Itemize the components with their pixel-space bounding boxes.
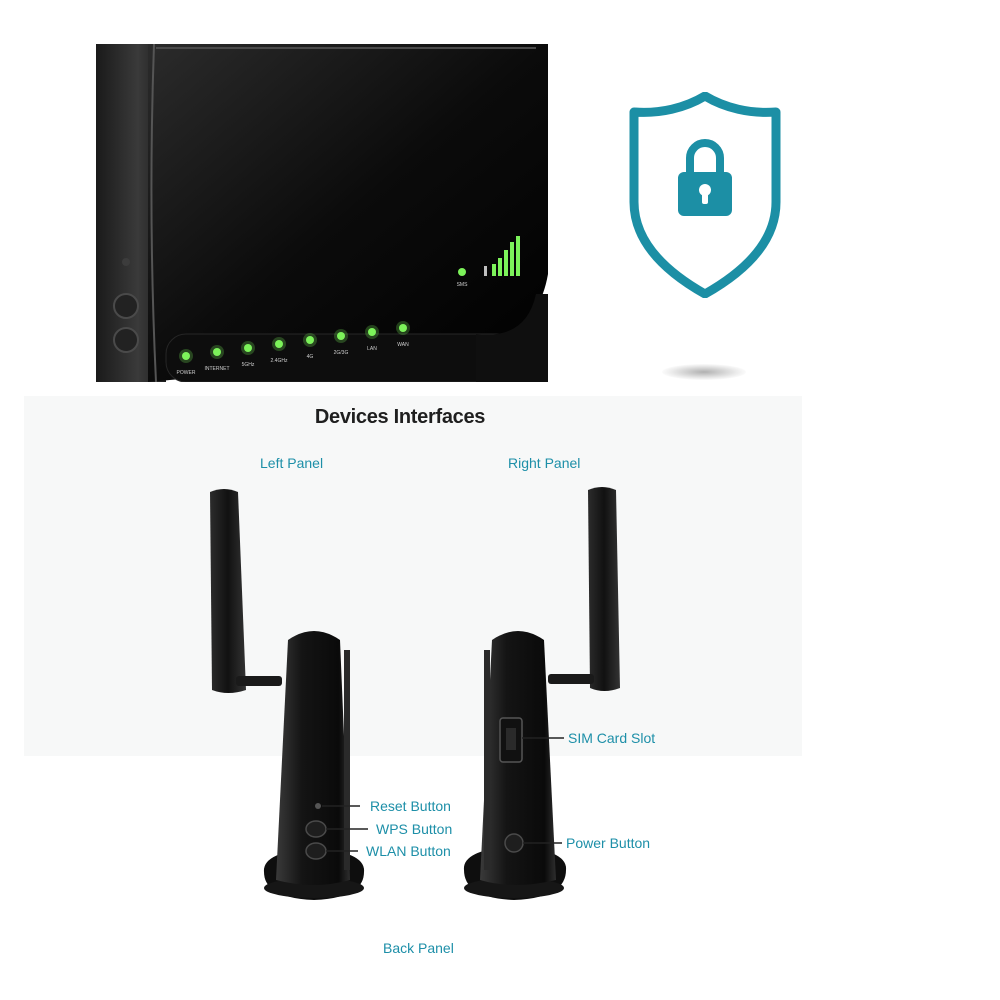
wlan-button-label: WLAN Button (366, 843, 451, 859)
shield-lock-icon (629, 92, 781, 298)
router-front-photo: POWER INTERNET 5GHz 2.4GHz 4G 2G/3G LAN WAN SMS (96, 44, 548, 382)
sms-led (458, 268, 466, 276)
led-label: POWER (177, 370, 196, 376)
led-label: 4G (307, 354, 314, 360)
left-panel-label: Left Panel (260, 455, 324, 471)
left-device (210, 489, 365, 900)
sim-card-slot-label: SIM Card Slot (568, 730, 656, 746)
shield-shadow (662, 364, 746, 380)
signal-bars-icon (484, 236, 520, 276)
led-label: 2.4GHz (271, 358, 288, 364)
led-indicator (399, 324, 407, 332)
reset-button-label: Reset Button (370, 798, 451, 814)
right-device (463, 487, 620, 900)
section-title: Devices Interfaces (314, 406, 486, 428)
power-button-label: Power Button (566, 835, 651, 851)
led-indicator (368, 328, 376, 336)
router-leds: POWER INTERNET 5GHz 2.4GHz 4G 2G/3G LAN WAN SMS (177, 268, 469, 376)
led-indicator (182, 352, 190, 360)
led-indicator (275, 340, 283, 348)
led-label: 2G/3G (334, 350, 349, 356)
wps-button-label: WPS Button (376, 821, 453, 837)
led-label: 5GHz (242, 362, 255, 368)
sms-led-label: SMS (457, 282, 469, 288)
led-indicator (244, 344, 252, 352)
led-label: INTERNET (205, 366, 230, 372)
right-panel-label: Right Panel (508, 455, 581, 471)
led-indicator (337, 332, 345, 340)
back-panel-label: Back Panel (383, 940, 454, 956)
interfaces-panel (24, 396, 802, 756)
led-indicator (306, 336, 314, 344)
led-label: WAN (397, 342, 409, 348)
led-indicator (213, 348, 221, 356)
led-label: LAN (367, 346, 377, 352)
